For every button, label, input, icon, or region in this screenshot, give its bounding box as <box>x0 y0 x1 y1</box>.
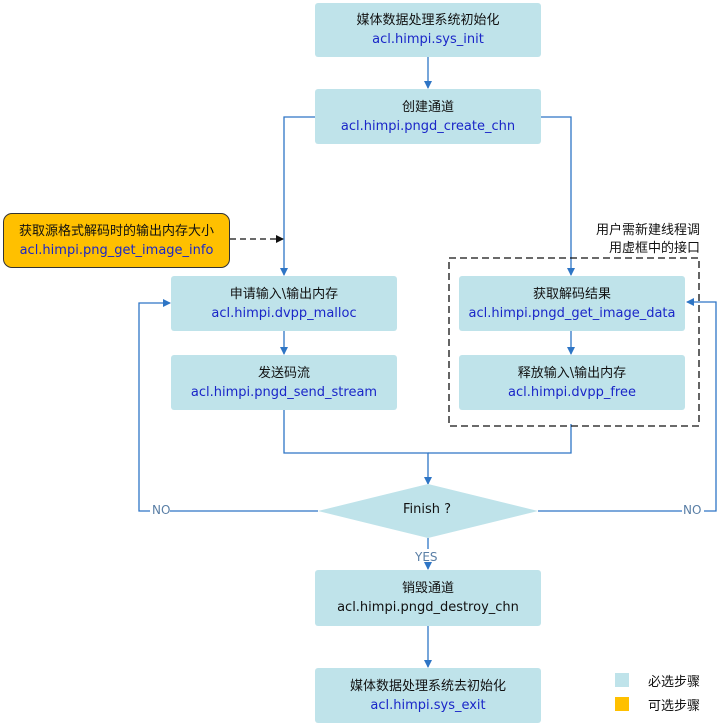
arrow-send-decision <box>283 410 432 485</box>
step-optional-image-info: 获取源格式解码时的输出内存大小 acl.himpi.png_get_image_… <box>3 213 230 268</box>
no-right-label: NO <box>683 503 702 517</box>
step-create-api: acl.himpi.pngd_create_chn <box>340 118 516 134</box>
step-send-title: 发送码流 <box>257 365 310 381</box>
step-malloc-title: 申请输入\输出内存 <box>229 286 339 302</box>
step-exit: 媒体数据处理系统去初始化 acl.himpi.sys_exit <box>315 668 541 723</box>
optional-api: acl.himpi.png_get_image_info <box>19 242 214 258</box>
step-free-title: 释放输入\输出内存 <box>517 365 627 381</box>
decision-label: Finish ? <box>403 502 452 517</box>
arrow-create-malloc <box>280 116 315 276</box>
thread-frame <box>448 257 700 427</box>
step-get-data: 获取解码结果 acl.himpi.pngd_get_image_data <box>459 276 685 331</box>
arrow-free-decision <box>428 424 572 454</box>
decision-diamond <box>318 484 538 538</box>
step-exit-api: acl.himpi.sys_exit <box>370 697 486 713</box>
no-right-line-b <box>686 298 717 512</box>
optional-title: 获取源格式解码时的输出内存大小 <box>18 223 214 239</box>
legend-optional-swatch <box>615 697 629 711</box>
no-left-line-b <box>138 299 171 512</box>
step-init-api: acl.himpi.sys_init <box>372 32 484 47</box>
step-create: 创建通道 acl.himpi.pngd_create_chn <box>315 89 541 144</box>
step-send: 发送码流 acl.himpi.pngd_send_stream <box>171 355 397 410</box>
step-init: 媒体数据处理系统初始化 acl.himpi.sys_init <box>315 3 541 57</box>
legend-required-label: 必选步骤 <box>648 675 701 690</box>
step-init-title: 媒体数据处理系统初始化 <box>356 13 500 28</box>
step-destroy: 销毁通道acl.himpi.pngd_destroy_chn <box>315 570 541 626</box>
step-destroy-title: 销毁通道acl.himpi.pngd_destroy_chn <box>337 581 519 615</box>
step-free: 释放输入\输出内存 acl.himpi.dvpp_free <box>459 355 685 410</box>
step-get-data-api: acl.himpi.pngd_get_image_data <box>468 305 676 321</box>
thread-note-line1: 用户需新建线程调 <box>595 223 700 238</box>
no-left-label: NO <box>152 503 171 517</box>
step-free-api: acl.himpi.dvpp_free <box>508 384 636 400</box>
yes-label: YES <box>415 550 438 564</box>
step-exit-title: 媒体数据处理系统去初始化 <box>349 678 506 694</box>
step-send-api: acl.himpi.pngd_send_stream <box>190 384 378 400</box>
arrow-create-getdata <box>541 116 575 276</box>
thread-note: 用户需新建线程调 用虚框中的接口 <box>560 222 700 258</box>
step-create-title: 创建通道 <box>401 99 454 115</box>
legend-required-swatch <box>615 673 629 687</box>
step-get-data-title: 获取解码结果 <box>532 286 611 302</box>
legend-optional-label: 可选步骤 <box>648 699 701 714</box>
step-malloc-api: acl.himpi.dvpp_malloc <box>211 305 357 321</box>
step-malloc: 申请输入\输出内存 acl.himpi.dvpp_malloc <box>171 276 397 331</box>
thread-note-line2: 用虚框中的接口 <box>608 241 700 256</box>
